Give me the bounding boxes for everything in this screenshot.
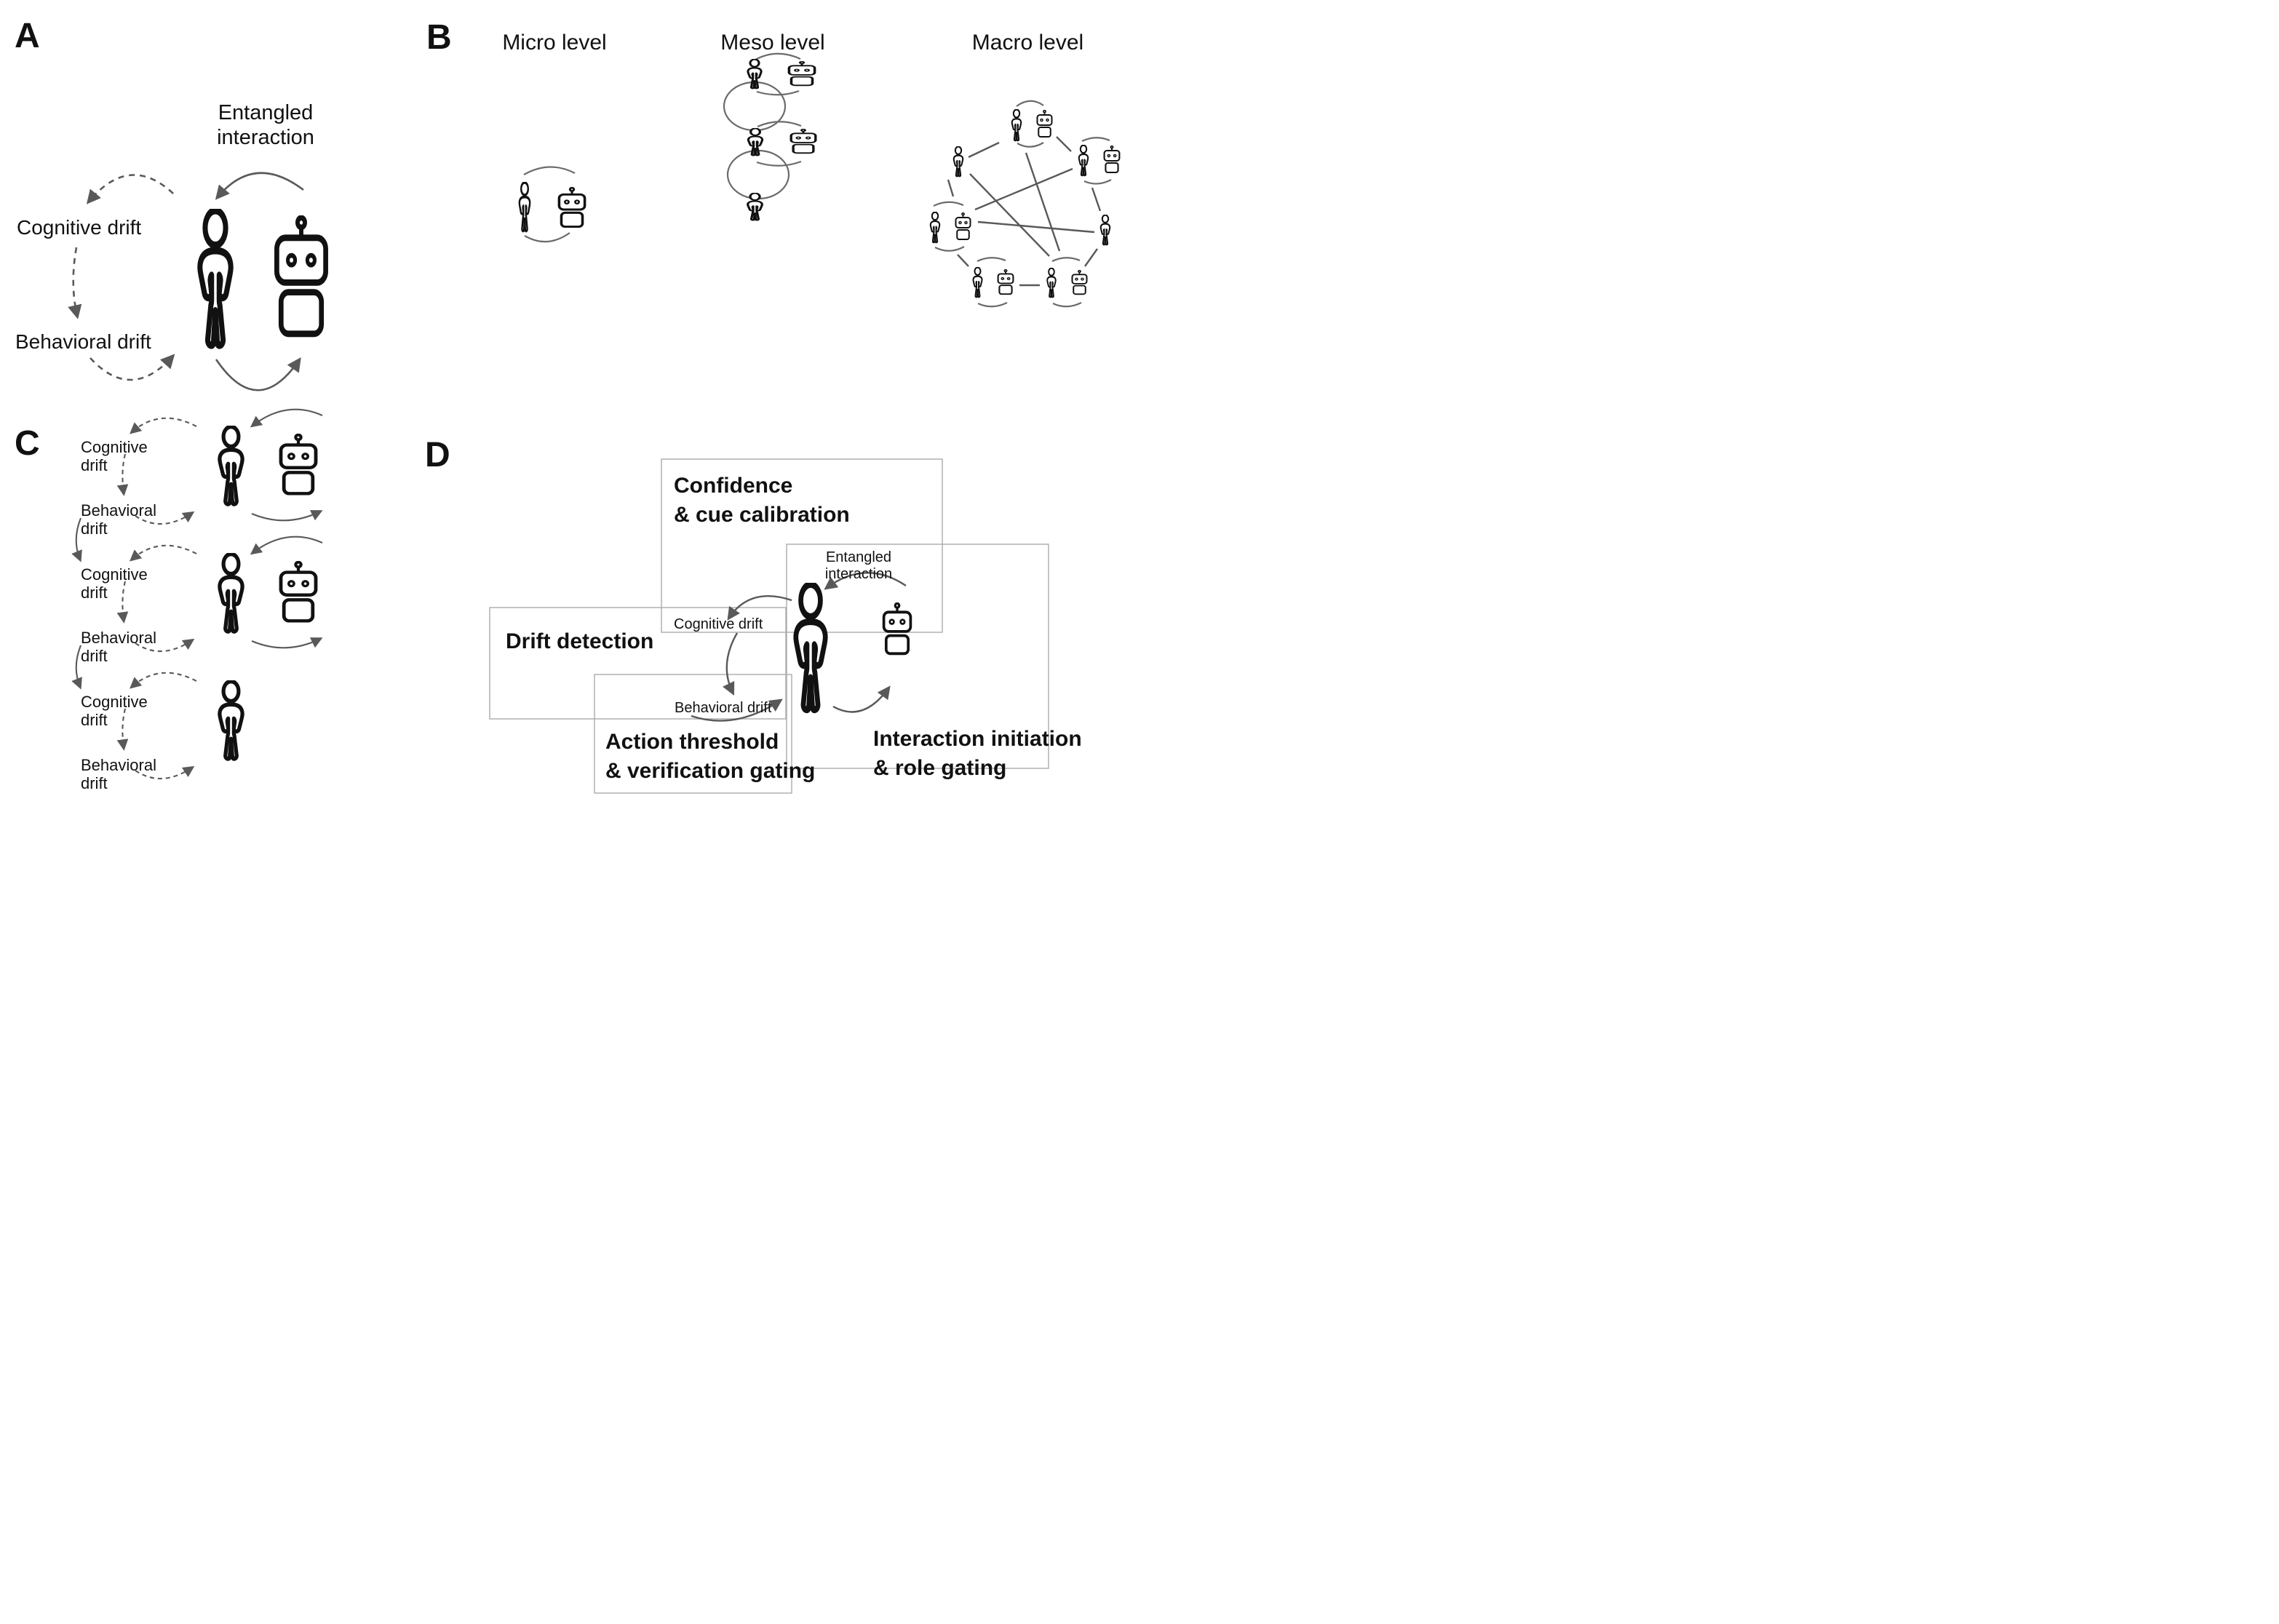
drift-detection-box-title: Drift detection xyxy=(506,629,654,653)
cognitive-drift-label: Cognitive drift xyxy=(81,693,148,730)
action-title-line-1: Action threshold xyxy=(605,730,779,754)
robot-icon xyxy=(277,218,325,334)
macro-level-title: Macro level xyxy=(971,31,1084,55)
behavioral-drift-label: Behavioral drift xyxy=(675,700,772,716)
person-icon xyxy=(796,584,825,709)
panel-c-cascade-arrows xyxy=(71,517,82,690)
entangled-arrow-top-left xyxy=(727,595,792,621)
interaction-initiation-box xyxy=(786,544,1049,769)
micro-level-title: Micro level xyxy=(502,31,607,55)
panel-c-tier-3 xyxy=(116,672,197,780)
action-threshold-box-title: Action threshold & verification gating xyxy=(605,728,815,786)
robot-icon xyxy=(1071,270,1088,295)
behavioral-drift-label: Behavioral drift xyxy=(81,629,156,666)
drift-detection-box xyxy=(489,607,787,720)
robot-icon xyxy=(281,435,316,494)
drift-arc-top xyxy=(86,174,174,204)
person-icon xyxy=(1078,145,1089,177)
person-icon xyxy=(1046,268,1057,298)
cascade-arrow-1 xyxy=(71,517,82,562)
confidence-title-line-1: Confidence xyxy=(674,474,793,498)
behavioral-drift-label: Behavioral drift xyxy=(15,330,151,353)
figure-canvas: A Entangled interaction Cognitive drift … xyxy=(0,0,1140,812)
robot-icon xyxy=(997,269,1014,295)
person-icon xyxy=(746,193,764,222)
entangled-interaction-label: Entangled interaction xyxy=(815,549,902,583)
panel-d-arrows xyxy=(691,572,907,722)
panel-c-tier-2 xyxy=(116,536,323,653)
interaction-title-line-1: Interaction initiation xyxy=(873,727,1082,751)
figure-graphics xyxy=(68,52,1121,794)
person-icon xyxy=(220,681,242,758)
confidence-title-line-2: & cue calibration xyxy=(674,503,850,527)
robot-icon xyxy=(882,602,912,656)
action-title-line-2: & verification gating xyxy=(605,759,816,783)
cognitive-drift-label: Cognitive drift xyxy=(81,565,148,602)
interaction-title-line-2: & role gating xyxy=(873,756,1007,780)
interaction-initiation-box-title: Interaction initiation & role gating xyxy=(873,725,1082,783)
robot-icon xyxy=(1103,146,1121,174)
cognitive-drift-label: Cognitive drift xyxy=(674,616,763,632)
person-icon xyxy=(200,211,231,346)
meso-level-title: Meso level xyxy=(720,31,825,55)
icons xyxy=(200,59,1121,759)
action-threshold-box xyxy=(594,674,792,794)
drift-arc-bottom-left xyxy=(691,698,783,722)
drift-arc-bottom xyxy=(90,354,175,381)
robot-icon xyxy=(955,212,971,240)
cascade-arrow-2 xyxy=(71,645,82,690)
confidence-box-title: Confidence & cue calibration xyxy=(674,471,850,530)
entangled-arrow-bottom-right xyxy=(832,685,891,713)
cognitive-to-behavioral-arrow xyxy=(68,247,82,319)
person-icon xyxy=(952,146,964,178)
behavioral-drift-label: Behavioral drift xyxy=(81,501,156,538)
robot-icon xyxy=(790,129,817,154)
panel-c-tier-1 xyxy=(116,408,323,525)
person-icon xyxy=(747,59,763,89)
entangled-interaction-label: Entangled interaction xyxy=(211,100,320,150)
panel-b-label: B xyxy=(426,18,452,57)
person-icon xyxy=(1011,109,1022,142)
cognitive-drift-label: Cognitive drift xyxy=(17,216,142,239)
entangled-line-1: Entangled xyxy=(825,549,892,565)
entangled-line-2: interaction xyxy=(824,566,893,582)
entangled-arrow-top-right xyxy=(824,572,907,590)
pair-loop-arcs xyxy=(523,52,1112,308)
panel-a-label: A xyxy=(15,17,40,55)
entangled-arrow-top xyxy=(215,172,304,200)
behavioral-drift-label: Behavioral drift xyxy=(81,756,156,793)
panel-c-label: C xyxy=(15,424,40,463)
person-icon xyxy=(220,554,242,631)
panel-d-label: D xyxy=(425,436,450,474)
person-icon xyxy=(220,426,242,503)
robot-icon xyxy=(557,187,586,228)
person-icon xyxy=(972,267,983,298)
panel-a-arrows xyxy=(68,172,304,391)
cognitive-to-behavioral-arrow xyxy=(723,632,739,696)
entangled-line-2: interaction xyxy=(217,126,314,149)
robot-icon xyxy=(787,61,816,87)
entangled-arrow-bottom xyxy=(215,357,301,391)
robot-icon xyxy=(1036,110,1053,138)
person-icon xyxy=(929,212,941,244)
macro-network-edges xyxy=(947,136,1102,287)
entangled-line-1: Entangled xyxy=(218,101,314,124)
cognitive-drift-label: Cognitive drift xyxy=(81,438,148,475)
robot-icon xyxy=(281,562,316,621)
person-icon xyxy=(1099,215,1111,246)
person-icon xyxy=(517,182,532,233)
